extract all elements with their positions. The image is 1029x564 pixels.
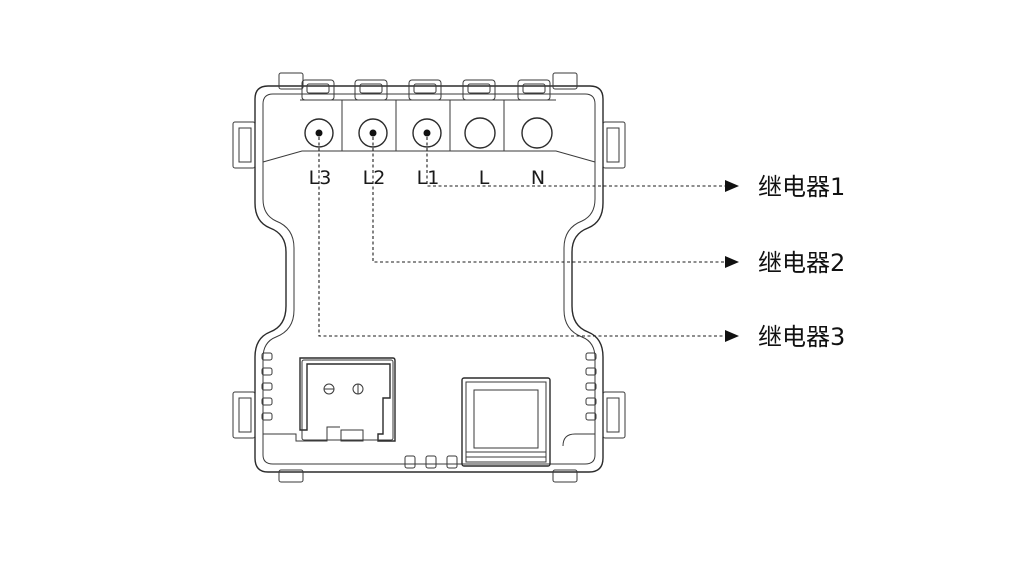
terminal-hole-n — [521, 117, 553, 149]
terminal-hole-l — [464, 117, 496, 149]
terminal-label-l1: L1 — [417, 167, 440, 189]
terminal-label-l2: L2 — [363, 167, 386, 189]
terminal-hole-l3 — [304, 118, 334, 148]
rj-port — [461, 377, 551, 467]
relay-label-2: 继电器2 — [758, 249, 845, 277]
leader-line-relay2 — [372, 137, 739, 268]
terminal-labels: L3 L2 L1 L N — [309, 167, 545, 189]
leader-line-relay1 — [426, 137, 739, 192]
relay-leaders — [318, 137, 739, 342]
terminal-label-l3: L3 — [309, 167, 332, 189]
terminal-block — [300, 79, 556, 151]
leader-line-relay3 — [318, 137, 739, 342]
module-body — [232, 72, 626, 483]
relay-label-3: 继电器3 — [758, 323, 845, 351]
wire-connector — [299, 357, 396, 442]
relay-label-1: 继电器1 — [758, 173, 845, 201]
terminal-holes — [304, 117, 553, 149]
terminal-hole-l1 — [412, 118, 442, 148]
relay-labels: 继电器1 继电器2 继电器3 — [758, 173, 845, 351]
terminal-label-l: L — [479, 167, 490, 189]
terminal-hole-l2 — [358, 118, 388, 148]
pin-header — [404, 455, 458, 469]
terminal-label-n: N — [531, 167, 545, 189]
